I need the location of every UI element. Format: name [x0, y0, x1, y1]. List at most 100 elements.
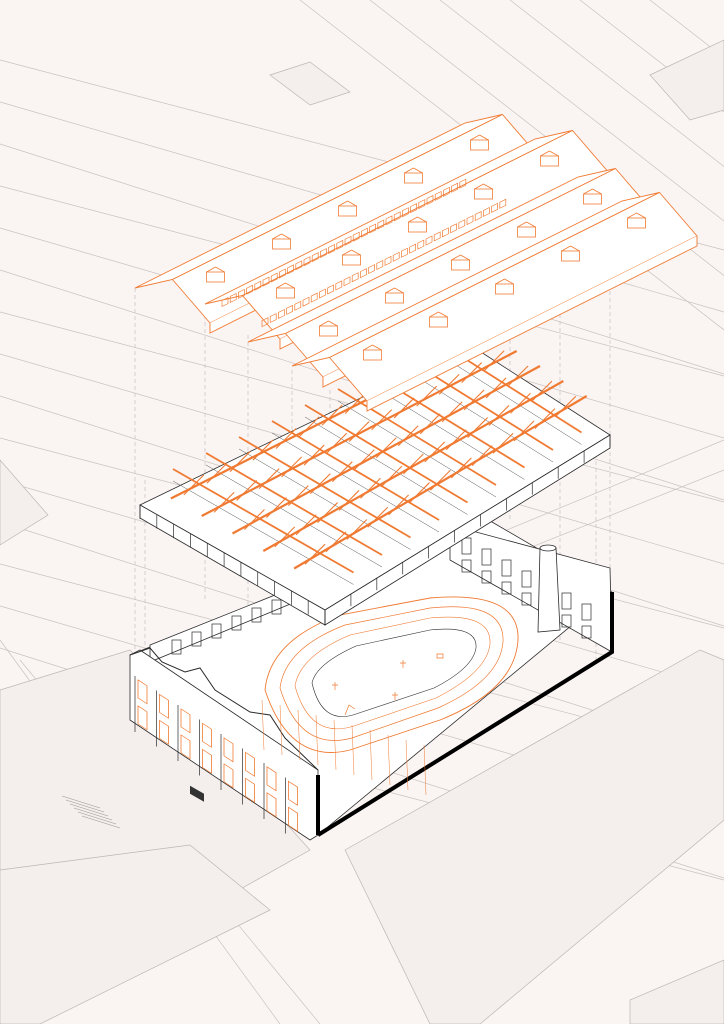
- skylight-pane: [376, 260, 384, 270]
- skylight-pane: [221, 297, 229, 308]
- skylight-pane: [278, 308, 285, 319]
- stand-line: [369, 729, 373, 781]
- purlin: [172, 480, 354, 585]
- east-window-lower: [501, 581, 512, 595]
- truss-diagonal: [326, 432, 348, 454]
- truss-diagonal: [236, 480, 258, 501]
- context-block-sw-lower: [0, 844, 271, 1024]
- truss-diagonal: [325, 531, 347, 553]
- east-window: [581, 603, 592, 621]
- skylight-pane: [377, 219, 385, 230]
- skylight-pane: [254, 280, 262, 291]
- skylight-pane: [426, 195, 434, 205]
- facade-window-lower: [223, 763, 234, 789]
- skylight-pane: [269, 313, 277, 324]
- north-wall-windows: [171, 599, 282, 655]
- facade-window-upper: [159, 693, 169, 719]
- stand-line: [387, 734, 391, 786]
- skylight-pane: [368, 264, 375, 275]
- east-window: [501, 559, 512, 577]
- facade-window-lower: [180, 734, 191, 760]
- north-window: [271, 599, 282, 615]
- roof-dormer: [517, 226, 536, 238]
- skylight-pane: [458, 219, 466, 230]
- dormer-ridge: [363, 344, 373, 351]
- stand-line: [315, 714, 319, 766]
- roof-dormer: [470, 139, 489, 151]
- truss-diagonal: [304, 543, 326, 565]
- stand-line: [423, 744, 427, 796]
- skylight-pane: [261, 317, 269, 328]
- dormer-ridge: [394, 287, 404, 294]
- truss-diagonal: [275, 428, 297, 449]
- truss-diagonal: [213, 491, 235, 513]
- truss-diagonal: [266, 497, 287, 518]
- skylight-pane: [238, 288, 245, 299]
- truss-diagonal: [309, 473, 331, 495]
- dormer-ridge: [438, 311, 448, 318]
- skylight-strip: [221, 178, 467, 308]
- skylight-pane: [310, 292, 318, 303]
- roof-dormer: [319, 325, 338, 337]
- truss-diagonal: [367, 506, 389, 528]
- truss-diagonal: [409, 482, 430, 503]
- context-building-left: [0, 459, 49, 546]
- truss-diagonal: [441, 401, 463, 423]
- roof-bays: [134, 113, 698, 412]
- context-line: [439, 0, 724, 222]
- section-cut-wall: [316, 592, 614, 837]
- east-window: [561, 592, 572, 610]
- stand-line: [279, 704, 283, 756]
- truss-diagonal: [244, 509, 265, 530]
- truss-diagonal: [317, 502, 339, 523]
- facade-window-upper: [223, 737, 234, 763]
- truss-diagonal: [430, 469, 451, 491]
- north-window: [171, 639, 182, 655]
- skylight-pane: [246, 284, 253, 295]
- purlin: [271, 432, 440, 533]
- dormer-ridge: [517, 221, 527, 228]
- velodrome-track: [261, 596, 519, 796]
- skylight-pane: [303, 256, 311, 267]
- roof-dormer: [451, 259, 470, 271]
- dormer-ridge: [495, 278, 505, 285]
- truss-diagonal: [346, 519, 368, 540]
- purlin: [403, 368, 554, 463]
- context-small-plot: [269, 61, 351, 106]
- roof-dormer: [338, 205, 357, 217]
- skylight-pane: [327, 284, 334, 295]
- roof-dormer: [627, 217, 646, 229]
- facade-window-lower: [288, 806, 298, 832]
- stand-line: [261, 699, 265, 751]
- truss-diagonal: [288, 485, 309, 506]
- dormer-ridge: [526, 221, 536, 228]
- truss-diagonal: [531, 380, 553, 402]
- purlin: [370, 384, 525, 480]
- skylight-pane: [229, 292, 237, 303]
- skylight-pane: [425, 235, 433, 246]
- dormer-ridge: [583, 188, 593, 195]
- east-window-lower: [581, 625, 592, 639]
- truss-diagonal: [381, 465, 403, 487]
- skylight-pane: [295, 260, 303, 271]
- roof-dormer: [495, 283, 514, 295]
- dormer-ridge: [570, 245, 580, 252]
- skylight-pane: [343, 276, 351, 287]
- truss-diagonal: [467, 417, 489, 438]
- dormer-ridge: [319, 320, 329, 327]
- east-window: [461, 537, 472, 555]
- truss-diagonal: [344, 393, 366, 415]
- skylight-pane: [434, 190, 442, 201]
- truss-diagonal: [331, 461, 353, 483]
- dormer-ridge: [281, 233, 291, 240]
- dormer-ridge: [561, 245, 571, 252]
- stand-line: [405, 739, 409, 791]
- dormer-ridge: [636, 212, 646, 219]
- east-window: [521, 570, 532, 588]
- truss-diagonal: [463, 389, 485, 411]
- roof-dormer: [385, 292, 404, 304]
- dormer-ridge: [429, 311, 439, 318]
- skylight-pane: [336, 239, 344, 250]
